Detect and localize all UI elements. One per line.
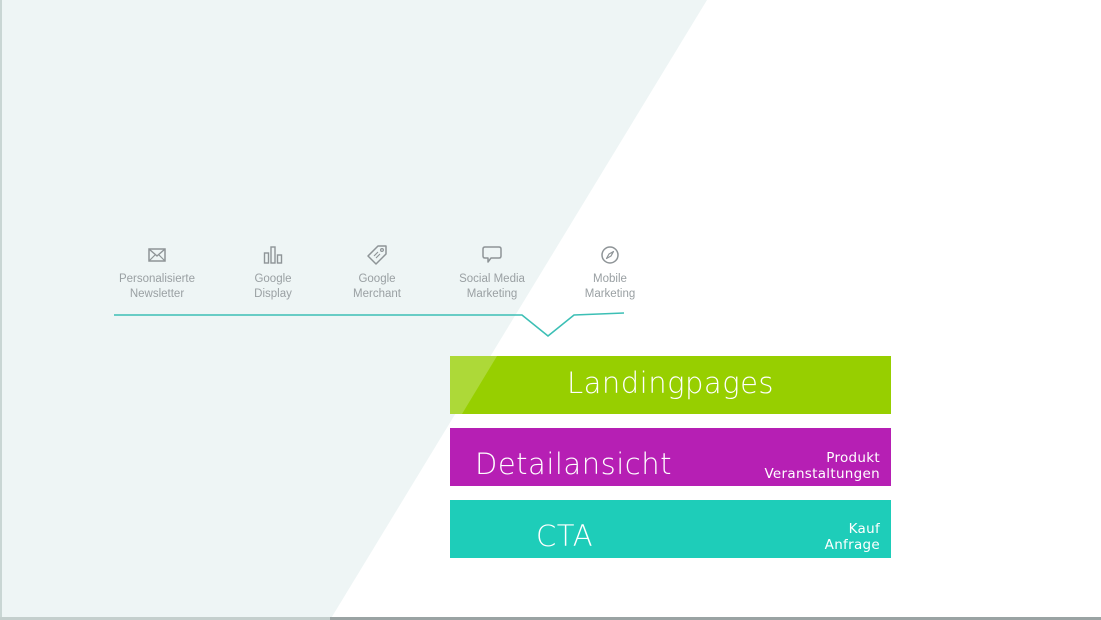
landingpages-title: Landingpages — [566, 366, 775, 400]
cta-title: CTA — [536, 519, 594, 553]
compass-icon — [601, 246, 619, 264]
funnel-bar-landingpages: Landingpages — [450, 356, 891, 414]
bottom-edge-line-dark — [330, 617, 1101, 620]
channel-label-line1: Google — [254, 273, 292, 285]
detailansicht-sub-produkt: Produkt — [826, 450, 880, 466]
channel-label-line2: Display — [254, 287, 292, 300]
channel-label-line1: Mobile — [593, 273, 627, 285]
detailansicht-sub-veranstaltungen: Veranstaltungen — [764, 466, 880, 482]
channel-mobile-marketing: Mobile Marketing — [550, 244, 670, 301]
channel-social-media-marketing: Social Media Marketing — [432, 244, 552, 301]
channel-label-line1: Social Media — [459, 273, 525, 285]
detailansicht-subtitle: Produkt Veranstaltungen — [764, 450, 880, 482]
funnel-bar-detailansicht: Detailansicht Produkt Veranstaltungen — [450, 428, 891, 486]
detailansicht-title: Detailansicht — [475, 447, 672, 481]
channel-label-line1: Google — [358, 273, 396, 285]
cta-sub-anfrage: Anfrage — [824, 537, 880, 553]
price-tag-icon — [367, 245, 387, 265]
bar-chart-icon — [263, 246, 283, 264]
channel-label-line2: Marketing — [466, 287, 518, 300]
channel-google-display: Google Display — [213, 244, 333, 301]
cta-subtitle: Kauf Anfrage — [825, 521, 880, 553]
channel-label-line2: Merchant — [353, 287, 401, 300]
left-edge-line — [0, 0, 2, 620]
envelope-icon — [148, 248, 166, 262]
channel-label-line1: Personalisierte — [118, 273, 196, 285]
speech-bubble-icon — [482, 246, 502, 263]
channel-google-merchant: Google Merchant — [317, 244, 437, 301]
channel-label-line2: Newsletter — [129, 287, 185, 300]
channel-label-line2: Marketing — [584, 287, 636, 300]
cta-sub-kauf: Kauf — [848, 521, 880, 537]
channel-personalisierte-newsletter: Personalisierte Newsletter — [97, 244, 217, 301]
funnel-bar-cta: CTA Kauf Anfrage — [450, 500, 891, 558]
